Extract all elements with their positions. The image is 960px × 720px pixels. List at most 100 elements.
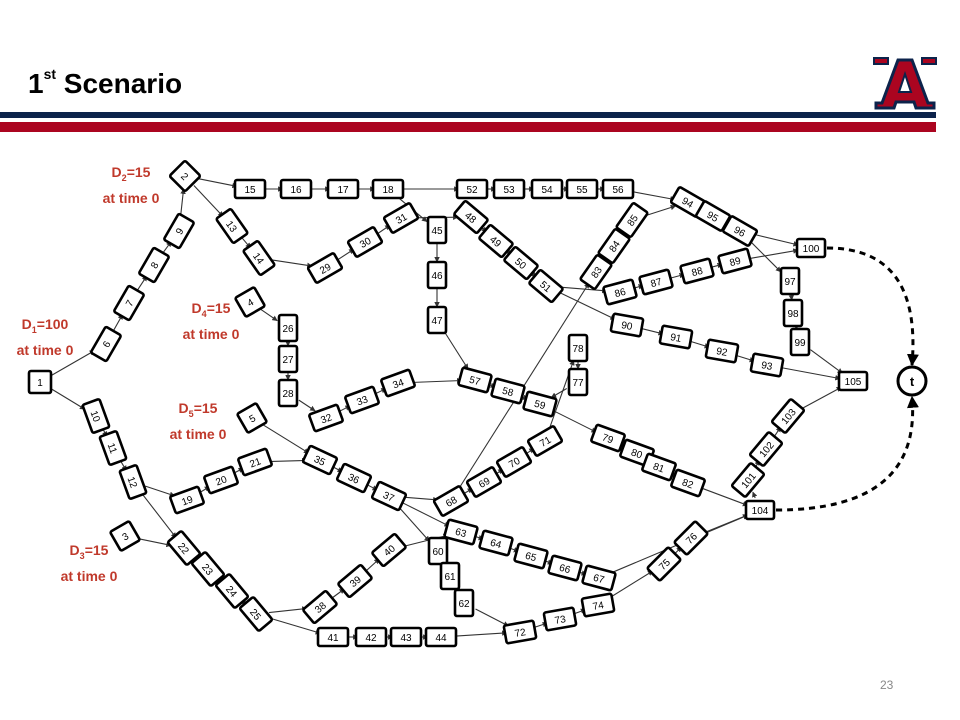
network-node-2: 2 bbox=[168, 159, 202, 193]
node-box bbox=[203, 465, 239, 495]
node-box bbox=[609, 312, 645, 338]
network-node-38: 38 bbox=[302, 589, 338, 625]
node-label: 92 bbox=[715, 346, 728, 359]
node-box bbox=[277, 378, 299, 408]
network-node-41: 41 bbox=[316, 626, 350, 648]
edge-77-59 bbox=[550, 388, 568, 398]
node-label: 72 bbox=[514, 627, 527, 640]
network-node-22: 22 bbox=[166, 530, 202, 566]
node-label: 77 bbox=[572, 378, 584, 389]
demand-time: at time 0 bbox=[169, 425, 227, 442]
demand-time: at time 0 bbox=[16, 341, 74, 358]
node-box bbox=[234, 286, 266, 318]
node-box bbox=[344, 385, 380, 415]
node-label: 66 bbox=[558, 563, 572, 577]
network-node-4: 4 bbox=[234, 286, 266, 318]
edge-29-30 bbox=[335, 248, 355, 262]
node-label: 69 bbox=[477, 476, 493, 491]
network-node-53: 53 bbox=[492, 178, 526, 200]
node-box bbox=[370, 480, 408, 512]
network-node-66: 66 bbox=[547, 554, 583, 582]
demand-var: D bbox=[21, 316, 32, 332]
node-label: 30 bbox=[358, 236, 374, 251]
edge-56-94 bbox=[630, 190, 676, 202]
node-box bbox=[306, 252, 344, 284]
node-box bbox=[382, 202, 420, 234]
network-node-27: 27 bbox=[277, 344, 299, 374]
node-label: 15 bbox=[244, 185, 256, 196]
node-label: 65 bbox=[524, 551, 538, 565]
node-label: 55 bbox=[576, 185, 588, 196]
network-node-63: 63 bbox=[443, 518, 479, 546]
node-label: 10 bbox=[88, 409, 102, 424]
node-box bbox=[779, 266, 801, 296]
node-box bbox=[615, 202, 649, 238]
edge-93-105 bbox=[779, 366, 841, 381]
network-node-20: 20 bbox=[203, 465, 239, 495]
demand-var: D bbox=[69, 542, 80, 558]
network-node-46: 46 bbox=[426, 260, 448, 290]
node-label: 73 bbox=[554, 614, 567, 627]
node-label: 19 bbox=[180, 494, 195, 508]
network-node-11: 11 bbox=[98, 430, 128, 466]
node-box bbox=[478, 529, 514, 557]
node-label: 104 bbox=[752, 506, 769, 517]
network-node-89: 89 bbox=[717, 247, 753, 275]
network-node-73: 73 bbox=[542, 606, 578, 632]
network-node-86: 86 bbox=[602, 278, 638, 306]
node-box bbox=[453, 588, 475, 618]
edge-39-40 bbox=[364, 558, 380, 573]
node-label: 18 bbox=[382, 185, 394, 196]
node-label: 81 bbox=[651, 461, 666, 475]
node-box bbox=[478, 223, 514, 259]
network-node-83: 83 bbox=[579, 254, 613, 290]
edge-9-2 bbox=[179, 188, 186, 219]
node-label: 32 bbox=[319, 412, 334, 426]
node-box bbox=[335, 462, 373, 494]
node-box bbox=[168, 159, 202, 193]
network-node-55: 55 bbox=[565, 178, 599, 200]
network-node-61: 61 bbox=[439, 561, 461, 591]
node-box bbox=[749, 352, 785, 378]
node-box bbox=[346, 226, 384, 258]
network-node-76: 76 bbox=[673, 520, 709, 556]
node-label: 47 bbox=[431, 316, 443, 327]
edge-12-19 bbox=[145, 485, 176, 497]
network-node-70: 70 bbox=[495, 446, 533, 478]
node-box bbox=[580, 592, 616, 618]
edge-44-72 bbox=[453, 630, 508, 637]
node-box bbox=[795, 237, 827, 259]
network-node-69: 69 bbox=[465, 466, 503, 498]
node-label: 98 bbox=[787, 309, 799, 320]
node-box bbox=[721, 215, 759, 247]
node-label: 53 bbox=[503, 185, 515, 196]
network-node-104: 104 bbox=[744, 499, 776, 521]
node-label: 96 bbox=[732, 225, 748, 240]
node-box bbox=[601, 178, 635, 200]
node-label: 87 bbox=[650, 277, 664, 291]
node-box bbox=[670, 468, 706, 498]
node-box bbox=[238, 596, 274, 632]
node-box bbox=[113, 284, 145, 322]
node-box bbox=[237, 447, 273, 477]
node-label: 36 bbox=[346, 472, 361, 487]
node-label: 79 bbox=[600, 432, 615, 446]
edge-103-105 bbox=[799, 386, 843, 411]
network-node-101: 101 bbox=[730, 462, 766, 498]
network-node-102: 102 bbox=[748, 431, 784, 467]
edge-2-13 bbox=[193, 185, 224, 217]
node-label: 34 bbox=[391, 377, 406, 391]
node-box bbox=[542, 606, 578, 632]
edge-85-94 bbox=[644, 204, 677, 217]
network-node-71: 71 bbox=[526, 425, 564, 457]
network-node-97: 97 bbox=[779, 266, 801, 296]
node-box bbox=[457, 366, 493, 394]
node-label: 3 bbox=[121, 531, 132, 544]
node-box bbox=[118, 464, 148, 500]
edge-28-32 bbox=[298, 399, 316, 412]
node-box bbox=[579, 254, 613, 290]
node-label: 59 bbox=[533, 399, 547, 413]
